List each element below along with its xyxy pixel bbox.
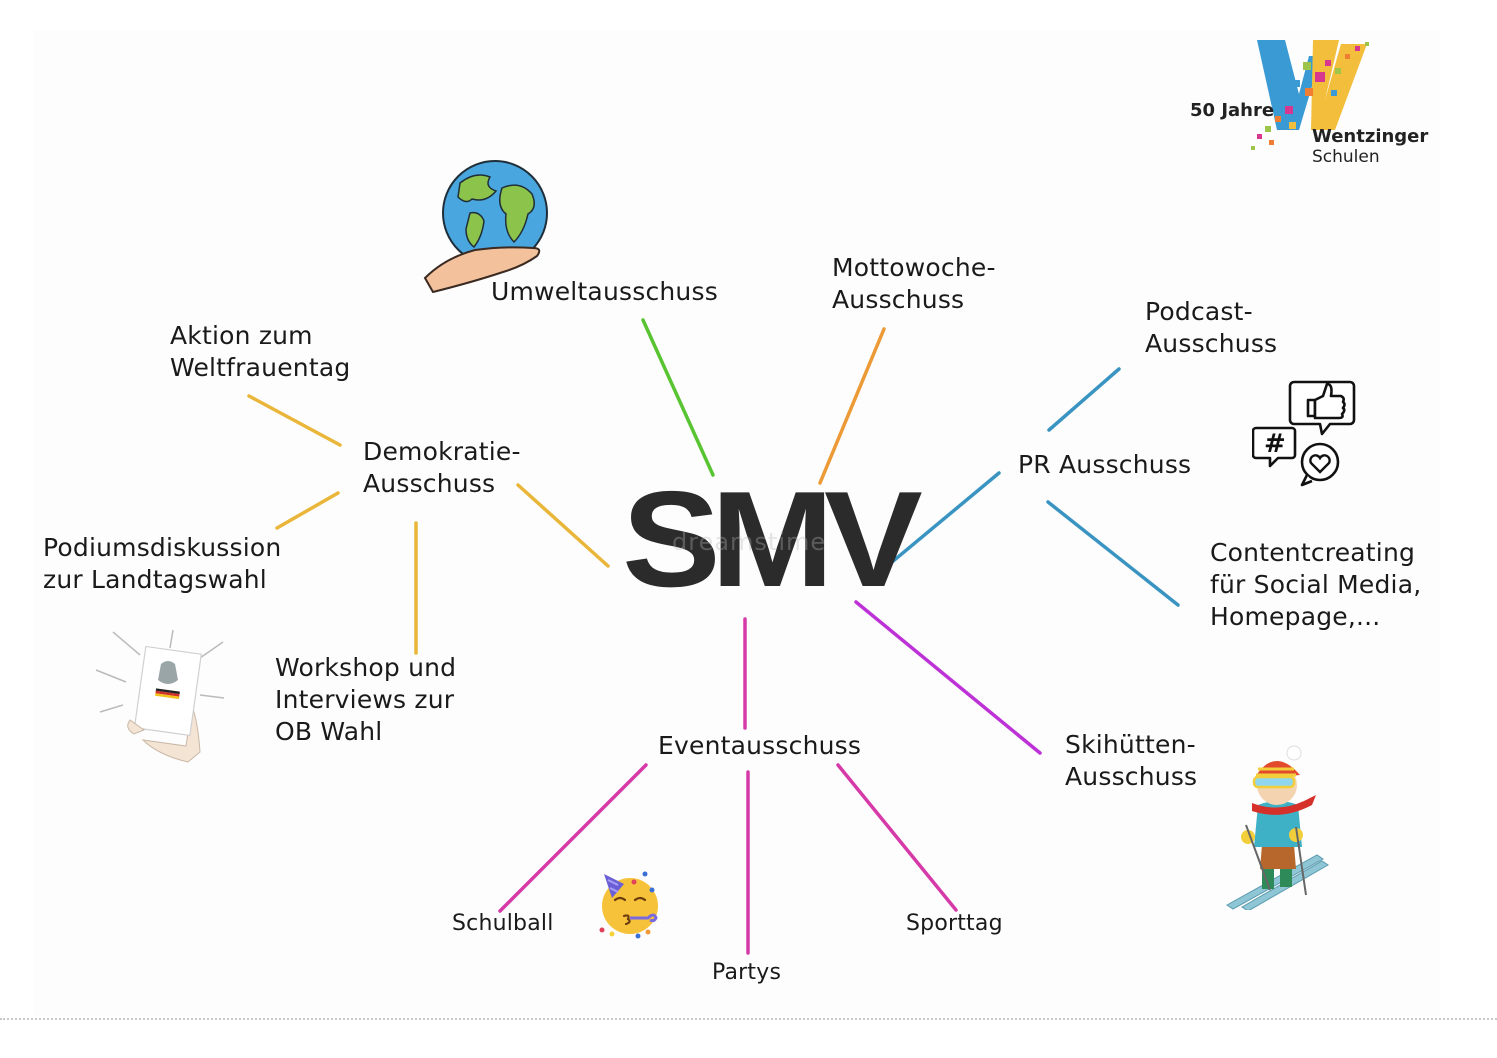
node-partys: Partys [712, 960, 782, 985]
node-sporttag: Sporttag [906, 911, 1003, 936]
slide-divider [0, 1018, 1497, 1020]
node-mottowoche-ausschuss: Mottowoche- Ausschuss [832, 253, 996, 314]
logo-text-schulen: Schulen [1312, 147, 1380, 167]
node-podcast-ausschuss: Podcast- Ausschuss [1145, 297, 1278, 358]
grundgesetz-book-icon [95, 629, 225, 763]
globe-in-hand-icon [423, 160, 548, 293]
wentzinger-schulen-logo: 50 Jahre Wentzinger Schulen [1185, 36, 1429, 171]
skier-child-icon [1226, 745, 1329, 910]
svg-text:#: # [1264, 429, 1286, 459]
node-workshop-ob-wahl: Workshop und Interviews zur OB Wahl [275, 653, 457, 746]
watermark: dreamstime [672, 528, 827, 556]
node-demokratie-ausschuss: Demokratie- Ausschuss [363, 437, 521, 498]
node-umweltausschuss: Umweltausschuss [491, 277, 718, 306]
node-pr-ausschuss: PR Ausschuss [1018, 450, 1192, 479]
logo-w-mark-icon [1251, 40, 1369, 150]
logo-text-50-jahre: 50 Jahre [1190, 100, 1275, 121]
node-podiumsdiskussion: Podiumsdiskussion zur Landtagswahl [43, 533, 282, 594]
logo-text-wentzinger: Wentzinger [1312, 126, 1429, 147]
social-media-bubbles-icon: # [1252, 380, 1356, 487]
smv-title: SMV [622, 463, 923, 616]
node-contentcreating: Contentcreating für Social Media, Homepa… [1210, 538, 1422, 631]
node-eventausschuss: Eventausschuss [658, 731, 862, 760]
node-schulball: Schulball [452, 911, 554, 936]
party-face-emoji-icon [599, 871, 658, 939]
slide-background [33, 30, 1440, 1016]
node-aktion-weltfrauentag: Aktion zum Weltfrauentag [170, 321, 351, 382]
node-skihuetten-ausschuss: Skihütten- Ausschuss [1065, 730, 1198, 791]
